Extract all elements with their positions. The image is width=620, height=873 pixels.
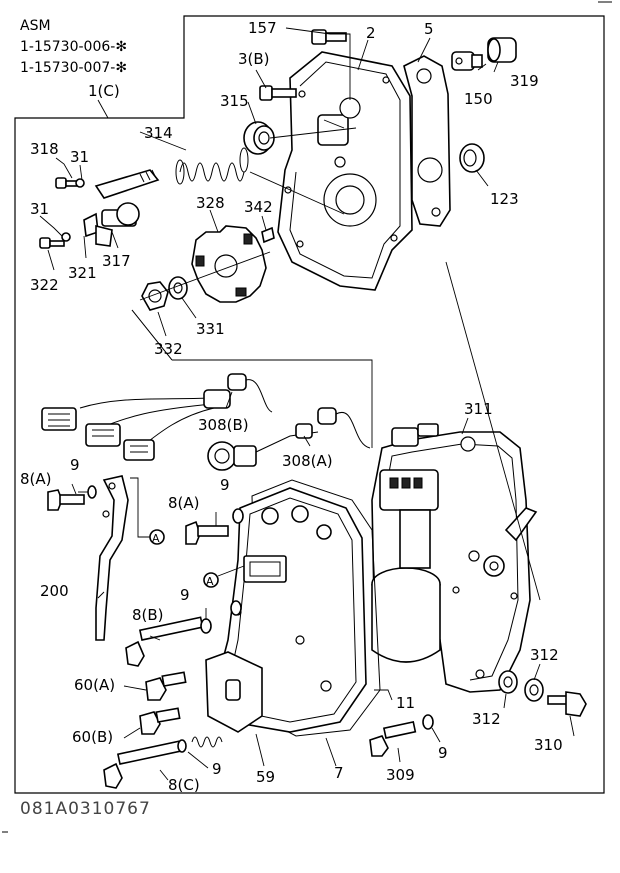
bolt-309 bbox=[369, 721, 417, 757]
callout-3b: 3(B) bbox=[238, 50, 270, 68]
plug-150 bbox=[451, 51, 483, 71]
bolt-310 bbox=[547, 691, 587, 717]
assembly-guide-lines bbox=[131, 119, 541, 601]
callout-312-right: 312 bbox=[530, 646, 559, 664]
callout-11: 11 bbox=[396, 694, 415, 712]
callout-309: 309 bbox=[386, 766, 415, 784]
callout-342: 342 bbox=[244, 198, 273, 216]
spring-59 bbox=[191, 736, 223, 748]
bolt-8a-left bbox=[47, 489, 85, 511]
callout-318: 318 bbox=[30, 140, 59, 158]
callout-157: 157 bbox=[248, 19, 277, 37]
cover-7 bbox=[205, 487, 367, 733]
bolt-8c bbox=[103, 740, 182, 789]
actuator-311 bbox=[371, 423, 538, 693]
bushing-315 bbox=[243, 121, 275, 155]
callout-8b: 8(B) bbox=[132, 606, 164, 624]
washer-9-right bbox=[422, 714, 434, 730]
lever-317 bbox=[83, 169, 160, 247]
bolt-157 bbox=[311, 29, 347, 45]
callout-150: 150 bbox=[464, 90, 493, 108]
callout-312-left: 312 bbox=[472, 710, 501, 728]
gear-328 bbox=[191, 225, 267, 303]
drawing-code: 081A0310767 bbox=[20, 799, 151, 819]
connector-round bbox=[207, 407, 371, 471]
callout-308a: 308(A) bbox=[282, 452, 333, 470]
callout-7: 7 bbox=[334, 764, 344, 782]
callout-311: 311 bbox=[464, 400, 493, 418]
callout-9-low: 9 bbox=[180, 586, 190, 604]
screw-322 bbox=[39, 232, 71, 249]
screw-318 bbox=[55, 177, 85, 189]
callout-308b: 308(B) bbox=[198, 416, 249, 434]
callout-labels: 157 2 5 3(B) 150 319 315 314 318 31 123 … bbox=[20, 19, 563, 794]
cap-319 bbox=[487, 37, 517, 63]
callout-9-left: 9 bbox=[70, 456, 80, 474]
governor-housing bbox=[277, 51, 413, 291]
callout-8c: 8(C) bbox=[168, 776, 200, 794]
bolt-60a bbox=[145, 671, 187, 701]
washer-312-b bbox=[524, 678, 544, 702]
spring-314 bbox=[175, 147, 249, 185]
seal-123 bbox=[459, 143, 485, 173]
callout-314: 314 bbox=[144, 124, 173, 142]
callout-319: 319 bbox=[510, 72, 539, 90]
callout-2: 2 bbox=[366, 24, 376, 42]
callout-9-mid: 9 bbox=[220, 476, 230, 494]
ref-marker-a-mid-label: A bbox=[206, 575, 214, 588]
bolt-60b bbox=[139, 707, 181, 735]
callout-31-lower: 31 bbox=[30, 200, 49, 218]
washer-mid-plate bbox=[230, 600, 242, 616]
callout-60b: 60(B) bbox=[72, 728, 113, 746]
callout-322: 322 bbox=[30, 276, 59, 294]
bracket-200 bbox=[95, 475, 129, 641]
washer-9-left bbox=[87, 485, 97, 499]
callout-59: 59 bbox=[256, 768, 275, 786]
callout-8a-left: 8(A) bbox=[20, 470, 52, 488]
callout-9-bottom: 9 bbox=[212, 760, 222, 778]
callout-9-right: 9 bbox=[438, 744, 448, 762]
callout-332: 332 bbox=[154, 340, 183, 358]
asm-part-number-2: 1-15730-007-✻ bbox=[20, 60, 127, 76]
callout-317: 317 bbox=[102, 252, 131, 270]
callout-328: 328 bbox=[196, 194, 225, 212]
callout-123: 123 bbox=[490, 190, 519, 208]
washer-9-mid bbox=[232, 508, 244, 524]
assembly-frame bbox=[14, 15, 605, 794]
asm-part-number-1: 1-15730-006-✻ bbox=[20, 39, 127, 55]
connector-c bbox=[123, 439, 155, 461]
key-342 bbox=[261, 226, 275, 244]
ref-marker-a-left-label: A bbox=[152, 532, 160, 545]
harness-308 bbox=[41, 359, 373, 471]
connector-a bbox=[41, 407, 77, 431]
callout-331: 331 bbox=[196, 320, 225, 338]
callout-8a-mid: 8(A) bbox=[168, 494, 200, 512]
connector-b bbox=[85, 423, 121, 447]
callout-60a: 60(A) bbox=[74, 676, 115, 694]
asm-group-label: 1(C) bbox=[88, 82, 120, 100]
washer-9-bottom bbox=[177, 739, 187, 753]
asm-group-leader bbox=[97, 99, 109, 119]
leader-lines bbox=[39, 27, 575, 781]
ref-marker-a-mid bbox=[203, 572, 219, 588]
bolt-8a-mid bbox=[185, 520, 229, 545]
washer-9-low bbox=[200, 618, 212, 634]
bolt-8b bbox=[125, 616, 204, 667]
asm-title: ASM bbox=[20, 18, 51, 34]
cover-plate bbox=[403, 55, 451, 227]
callout-31-upper: 31 bbox=[70, 148, 89, 166]
callout-315: 315 bbox=[220, 92, 249, 110]
callout-321: 321 bbox=[68, 264, 97, 282]
callout-200: 200 bbox=[40, 582, 69, 600]
washer-312-a bbox=[498, 670, 518, 694]
callout-310: 310 bbox=[534, 736, 563, 754]
bolt-3b bbox=[259, 85, 297, 101]
callout-5: 5 bbox=[424, 20, 434, 38]
nut-332 bbox=[141, 281, 169, 311]
washer-331 bbox=[168, 276, 188, 300]
